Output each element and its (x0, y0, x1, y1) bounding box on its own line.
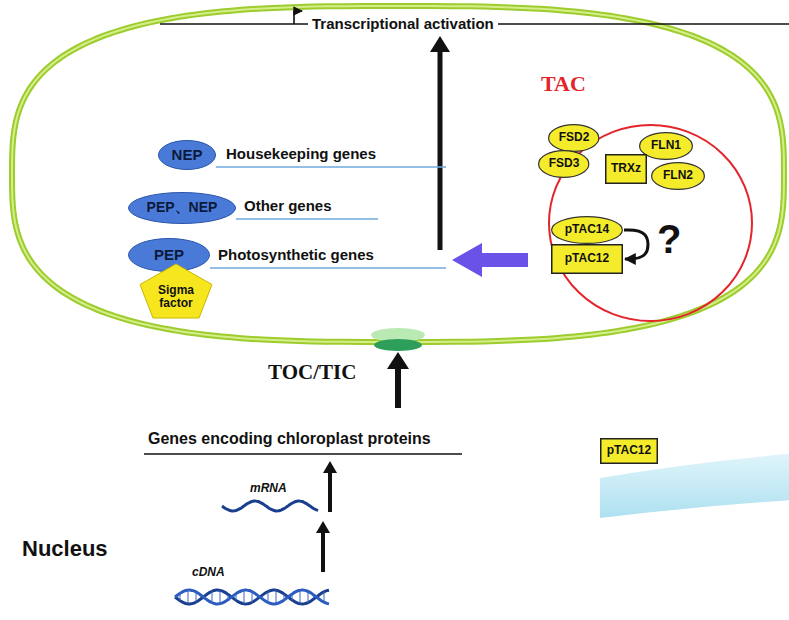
tac-complex: FSD2FSD3FLN1TRXzFLN2pTAC14pTAC12TAC (515, 108, 720, 306)
cdna-rung (300, 590, 301, 604)
regulation-connector (624, 230, 648, 259)
polymerase-ellipse: PEP (128, 238, 210, 272)
node-text: FSD3 (549, 157, 580, 170)
tic-channel (374, 339, 422, 351)
nucleus-label: Nucleus (22, 536, 108, 561)
cdna-rung (188, 590, 189, 604)
nuclear-envelope-band: pTAC12 Genes encoding chloroplast protein… (80, 398, 789, 490)
regulation-arrow (452, 243, 528, 277)
cdna-rung (260, 596, 261, 597)
cdna-rung (324, 592, 325, 602)
cdna-rung (252, 592, 253, 603)
node-text: PEP、NEP (147, 200, 218, 215)
translation-arrowhead (323, 461, 337, 473)
cdna-rung (308, 591, 309, 602)
cdna-rung (284, 594, 285, 600)
nuclear-envelope-band-outline (80, 398, 380, 548)
protein-ellipse: FSD3 (538, 150, 589, 178)
complex-heading: TAC (541, 72, 586, 96)
node-text: FLN1 (651, 139, 681, 152)
cdna-rung (180, 593, 181, 600)
import-arrowhead (387, 352, 409, 369)
gene-class-label: Other genes (244, 197, 332, 214)
gene-line (210, 267, 446, 269)
cdna-rung (244, 590, 245, 604)
protein-box: pTAC12 (600, 438, 658, 464)
activation-arrowhead (430, 36, 450, 52)
node-text: Genes encoding chloroplast proteins (148, 430, 431, 448)
transcription-arrow (321, 530, 325, 572)
protein-ellipse: pTAC14 (551, 216, 623, 244)
protein-box: pTAC12 (551, 244, 623, 274)
node-text: FLN2 (663, 169, 693, 182)
translation-arrow (328, 470, 332, 512)
gene-line (236, 218, 378, 220)
mrna-strand (222, 501, 318, 511)
transcription-arrowhead (316, 521, 330, 533)
gene-class-label: Photosynthetic genes (218, 246, 374, 263)
protein-ellipse: FLN2 (651, 162, 705, 190)
node-text: FSD2 (559, 131, 590, 144)
node-text: pTAC14 (565, 223, 609, 236)
cdna-rung (292, 594, 293, 600)
protein-box: TRXz (605, 154, 647, 184)
activation-arrow (438, 46, 443, 250)
import-arrow (395, 366, 401, 408)
cdna-rung (276, 590, 277, 604)
node-text: pTAC12 (607, 444, 651, 457)
gene-line (216, 166, 446, 168)
polymerase-ellipse: NEP (158, 140, 216, 170)
transcription-label: Transcriptional activation (308, 15, 498, 32)
node-text: PEP (154, 247, 184, 264)
cdna-rung (204, 596, 205, 597)
cdna-rung (228, 594, 229, 599)
cdna-rung (212, 591, 213, 603)
cdna-label: cDNA (192, 566, 225, 580)
question-mark: ? (657, 216, 681, 262)
gene-class-label: Housekeeping genes (226, 145, 376, 162)
chloroplast-inner-rim (12, 6, 784, 342)
cdna-strand (175, 590, 329, 604)
node-text: pTAC12 (565, 252, 609, 265)
cdna-strand (175, 590, 329, 604)
gene-underline (144, 453, 462, 455)
cdna-rung (236, 594, 237, 601)
node-text: Sigma factor (140, 284, 212, 310)
sigma-factor-pentagon: Sigma factor (140, 264, 212, 318)
cdna-rung (220, 590, 221, 603)
promoter-arrow (294, 11, 302, 24)
polymerase-ellipse: PEP、NEP (128, 192, 236, 224)
node-text: TRXz (611, 162, 641, 175)
cdna-rung (268, 591, 269, 602)
protein-ellipse: FLN1 (639, 132, 693, 160)
rna-label: mRNA (250, 482, 287, 496)
cdna-rung (316, 596, 317, 598)
transport-label: TOC/TIC (268, 360, 356, 384)
chloroplast-outline (12, 6, 784, 342)
protein-ellipse: FSD2 (548, 124, 599, 152)
tac-complex-outline (515, 108, 789, 258)
cdna-rung (196, 592, 197, 602)
node-text: NEP (172, 147, 203, 164)
